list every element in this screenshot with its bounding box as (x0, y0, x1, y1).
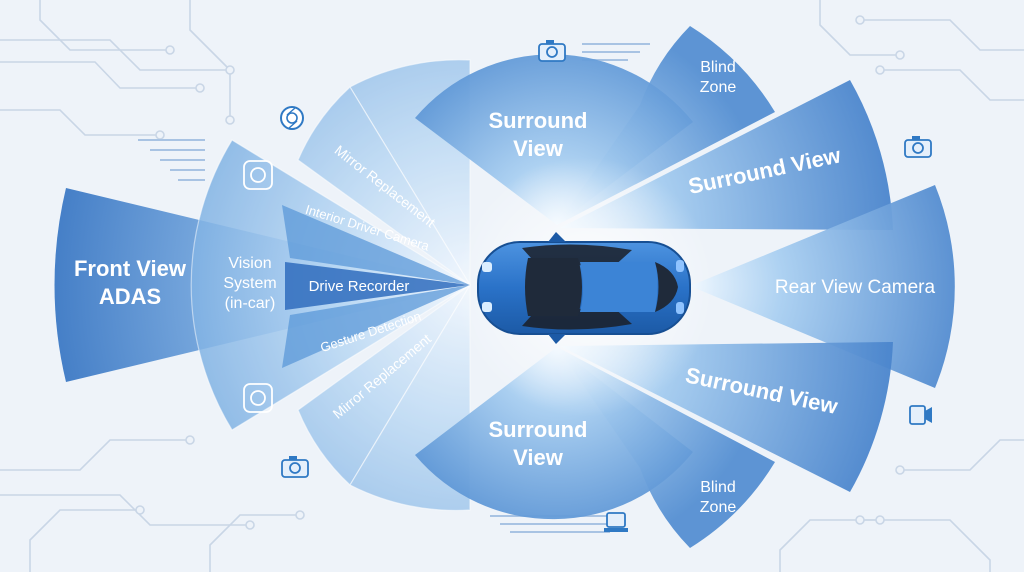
front-view-adas-label-line2: ADAS (99, 284, 161, 309)
camera-icon (538, 40, 566, 62)
camera-icon (281, 456, 309, 478)
blind-zone-bottom-label-line1: Blind (700, 479, 736, 496)
vision-system-label-line1: Vision (228, 255, 271, 272)
surround-view-bottom-zone (415, 347, 693, 520)
surround-view-bottom-label-line2: View (513, 445, 564, 470)
webcam-icon (243, 383, 273, 413)
surround-view-bottom-label-line1: Surround (489, 417, 588, 442)
interior-driver-camera-band (282, 205, 470, 285)
mirror-replacement-bottom-inner (297, 284, 471, 486)
aperture-icon (280, 106, 304, 130)
vision-system-label-line2: System (223, 275, 276, 292)
front-view-adas-label-line1: Front View (74, 256, 187, 281)
blind-zone-top-label-line2: Zone (700, 79, 737, 96)
mirror-replacement-top-inner (297, 86, 471, 286)
video-camera-icon (909, 405, 932, 425)
drive-recorder-label: Drive Recorder (309, 278, 410, 295)
camera-icon (904, 136, 932, 158)
blind-zone-top-label-line1: Blind (700, 59, 736, 76)
gesture-detection-band (282, 285, 470, 368)
surround-view-top-label-line1: Surround (489, 108, 588, 133)
vision-system-label-line3: (in-car) (225, 295, 276, 312)
webcam-icon (243, 160, 273, 190)
rear-view-camera-zone (690, 185, 955, 388)
surround-view-top-label-line2: View (513, 136, 564, 161)
webcam-icon (604, 512, 628, 532)
drive-recorder-band (285, 262, 470, 310)
surround-view-top-zone (415, 54, 693, 226)
rear-view-camera-label: Rear View Camera (775, 277, 936, 298)
blind-zone-bottom-label-line2: Zone (700, 499, 737, 516)
car-icon (477, 232, 691, 344)
